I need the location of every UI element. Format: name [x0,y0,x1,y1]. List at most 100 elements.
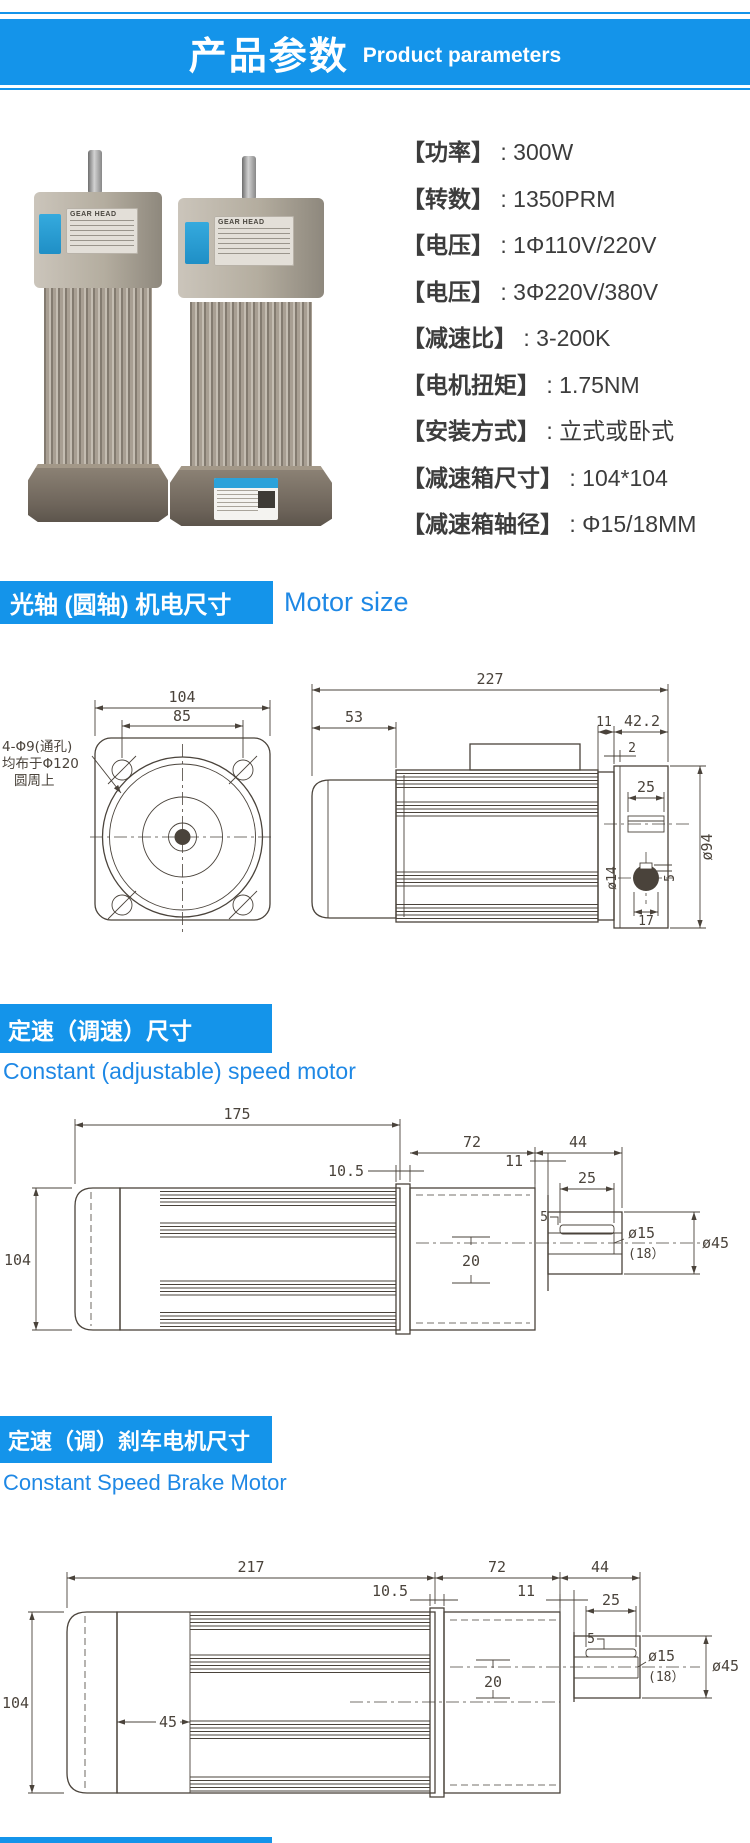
drawing-constant-speed: 175 104 10.5 72 44 11 25 5 20 [4,1105,729,1335]
hole-note-line2: 均布于Φ120 [2,756,79,772]
spec-row-torque: 【电机扭矩】 : 1.75NM [402,371,640,398]
spec-row-power: 【功率】 : 300W [402,139,574,165]
gearbox [409,1187,536,1331]
gearhead-label-lines [70,220,134,246]
gearbox-face-circle [101,756,264,918]
hole-note-line3: 圆周上 [14,773,55,789]
dim-key-width: 5 [540,1210,548,1225]
gearhead-sticker [39,214,61,254]
gearbox [443,1611,561,1794]
spec-row-voltage-3ph: 【电压】 : 3Φ220V/380V [402,278,659,305]
sticker-text-lines [217,490,258,514]
dim-boss-length: 44 [591,1558,609,1576]
gearhead-label-lines [218,228,290,254]
dim-key-width: 5 [663,874,678,882]
gearhead-label: GEAR HEAD [214,216,294,266]
section-bar-brake-motor: 定速（调）刹车电机尺寸 [0,1416,272,1463]
motor-gearhead: GEAR HEAD [34,192,162,288]
sticker-blue-bar [214,478,278,488]
fins-bottom [160,1312,396,1327]
dim-key-length: 25 [578,1169,596,1187]
section-bar-constant-speed: 定速（调速）尺寸 [0,1004,272,1053]
dim-plate: 10.5 [328,1162,364,1180]
bottom-rule [0,88,750,90]
hole-note-line1: 4-Φ9(通孔) [2,739,72,755]
spec-row-ratio: 【减速比】 : 3-200K [402,325,611,351]
page-title-en: Product parameters [362,44,562,67]
front-plate [429,1607,445,1798]
dim-total-length: 175 [223,1105,250,1123]
dim-shaft-dia: ø15 [648,1647,675,1665]
spec-row-voltage-1ph: 【电压】 : 1Φ110V/220V [402,232,657,258]
section-bar-motor-size: 光轴 (圆轴) 机电尺寸 [0,581,273,624]
gearhead-label-text: GEAR HEAD [70,211,117,218]
motor-body [44,288,152,470]
terminal-box [469,743,581,771]
dim-brake-length: 45 [159,1713,177,1731]
shaft-circle [168,822,197,852]
dim-boss-length: 44 [569,1133,587,1151]
shaft-key [585,1648,637,1658]
spec-row-shaft-dia: 【减速箱轴径】 : Φ15/18MM [402,511,697,537]
section-title-en-constant-speed: Constant (adjustable) speed motor [3,1058,356,1084]
section-title-en-brake-motor: Constant Speed Brake Motor [3,1470,287,1495]
shaft-center [174,829,191,845]
base-spec-sticker [214,478,278,520]
dim-offset: 20 [484,1673,502,1691]
motor-shaft [88,150,102,194]
dim-body-height: 104 [4,1251,31,1269]
rear-cap [74,1187,121,1331]
fins-upper [160,1222,396,1238]
motor-base [28,464,168,522]
product-photo-motor-left: GEAR HEAD [28,150,168,522]
fins-upper [190,1654,430,1673]
spec-row-gearbox-size: 【减速箱尺寸】 : 104*104 [402,464,668,491]
fins-lower [396,871,598,887]
dim-shaft-dia: ø14 [605,866,620,890]
dim-lip: 11 [505,1152,523,1170]
section-title-cn: 光轴 (圆轴) 机电尺寸 [10,592,232,619]
dim-body-height: 104 [2,1694,29,1712]
dim-body-dia: ø94 [698,833,716,860]
top-rule [0,12,750,14]
gearbox-face-circle-inner [109,763,256,911]
dim-key-length: 25 [602,1591,620,1609]
spec-row-mounting: 【安装方式】 : 立式或卧式 [402,418,675,444]
dim-key-length: 25 [637,778,655,796]
dim-lip: 11 [517,1582,535,1600]
dim-gear-length: 72 [463,1133,481,1151]
motor-shaft [242,156,256,200]
dim-lip: 11 [596,715,612,730]
dim-offset: 20 [462,1252,480,1270]
dim-rear-length: 42.2 [624,712,660,730]
fins-lower [160,1280,396,1296]
mounting-holes [107,755,258,920]
fins-lower [190,1720,430,1739]
fins-bottom [396,904,598,919]
dim-gearbox-length: 53 [345,708,363,726]
rear-housing [613,765,669,929]
gearhead-label: GEAR HEAD [66,208,138,254]
keyway-notch [639,862,653,870]
drawing-motor-size: 4-Φ9(通孔) 均布于Φ120 圆周上 104 85 [2,670,716,932]
page-title-cn: 产品参数 [188,35,349,78]
product-photo-motor-right: GEAR HEAD [170,156,332,526]
dim-boss-dia: ø45 [712,1657,739,1675]
section-title-en-motor-size: Motor size [284,587,409,617]
spec-row-speed: 【转数】 : 1350PRM [402,185,616,212]
fins-upper [396,801,598,817]
dim-shaft-dia: ø15 [628,1224,655,1242]
gearbox-side [311,779,397,919]
dim-key-width: 5 [587,1632,595,1647]
dim-gap: 2 [628,741,636,756]
boss-circle [142,796,223,878]
leader-line [91,755,122,794]
dim-plate: 10.5 [372,1582,408,1600]
output-boss [573,1635,641,1699]
dim-shaft-dia-alt: (18） [648,1670,684,1685]
dim-17: 17 [638,914,654,929]
fins-top [160,1191,396,1206]
gearhead-sticker [185,222,209,264]
front-plate [395,1183,411,1335]
